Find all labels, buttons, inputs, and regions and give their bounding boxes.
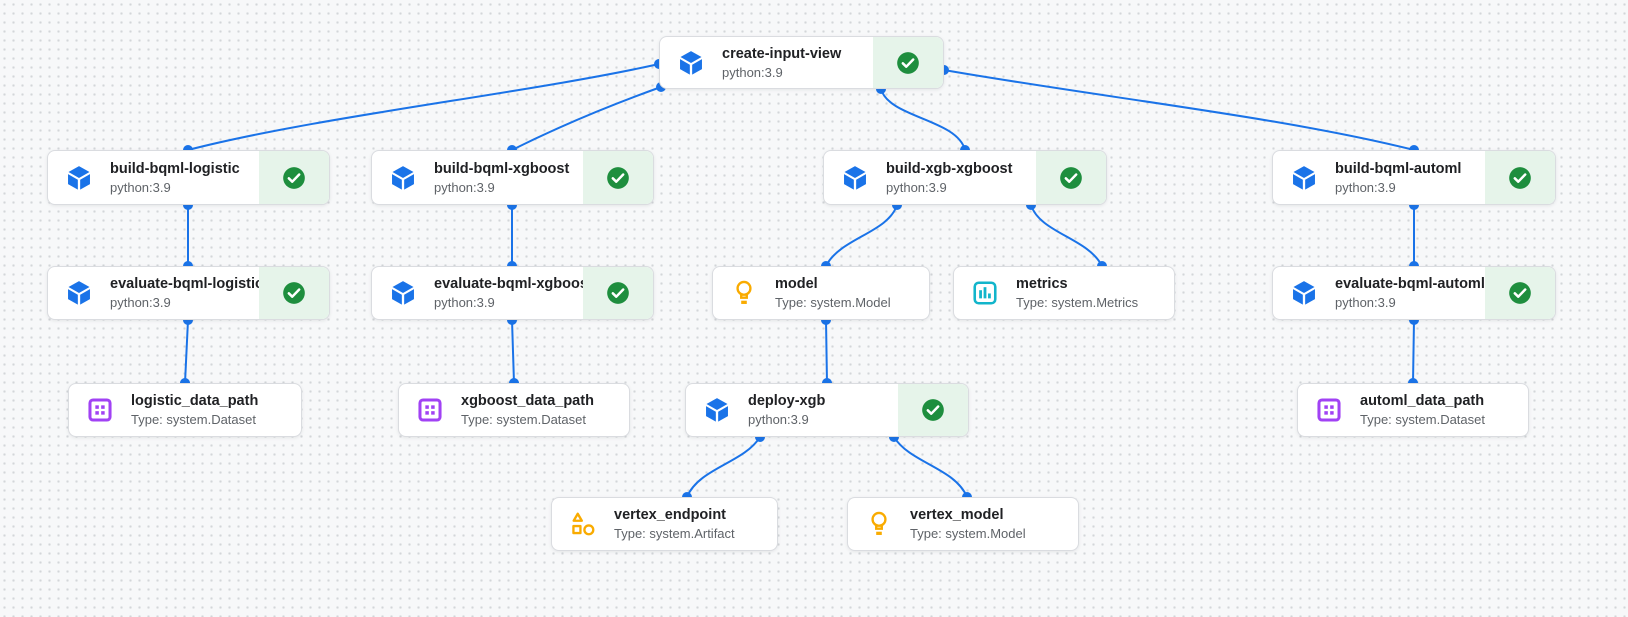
status-success-badge <box>873 37 943 88</box>
edge-create-input-view-to-build-bqml-xgboost <box>507 82 666 155</box>
edge-evaluate-bqml-logistic-to-logistic_data_path <box>180 315 193 388</box>
status-success-badge <box>583 151 653 204</box>
node-create-input-view[interactable]: create-input-view python:3.9 <box>659 36 944 89</box>
cube-icon <box>65 164 93 192</box>
node-title: create-input-view <box>722 45 842 62</box>
artifact-shapes-icon <box>569 510 597 538</box>
node-subtitle: python:3.9 <box>886 179 947 195</box>
node-evaluate-bqml-logistic[interactable]: evaluate-bqml-logistic python:3.9 <box>47 266 330 320</box>
status-success-badge <box>1485 151 1555 204</box>
edge-evaluate-bqml-xgboost-to-xgboost_data_path <box>507 315 519 388</box>
node-subtitle: python:3.9 <box>748 412 809 427</box>
cube-icon <box>1290 164 1318 192</box>
cube-icon <box>677 49 705 77</box>
cube-icon <box>1290 279 1318 307</box>
node-evaluate-bqml-xgboost[interactable]: evaluate-bqml-xgboost python:3.9 <box>371 266 654 320</box>
lightbulb-icon <box>730 279 758 307</box>
edge-evaluate-bqml-automl-to-automl_data_path <box>1408 315 1419 388</box>
node-subtitle: Type: system.Artifact <box>614 526 735 541</box>
node-title: build-bqml-automl <box>1335 160 1462 177</box>
node-deploy-xgb[interactable]: deploy-xgb python:3.9 <box>685 383 969 437</box>
node-title: evaluate-bqml-automl <box>1335 276 1485 292</box>
node-subtitle: Type: system.Dataset <box>461 412 586 427</box>
dataset-icon <box>86 396 114 424</box>
dataset-icon <box>1315 396 1343 424</box>
cube-icon <box>389 164 417 192</box>
status-success-badge <box>898 384 968 436</box>
node-build-bqml-logistic[interactable]: build-bqml-logistic python:3.9 <box>47 150 330 205</box>
node-subtitle: Type: system.Metrics <box>1016 295 1139 310</box>
status-success-badge <box>583 267 653 319</box>
node-title: vertex_model <box>910 507 1004 523</box>
edge-create-input-view-to-build-xgb-xgboost <box>876 84 970 155</box>
node-subtitle: Type: system.Model <box>775 295 891 310</box>
cube-icon <box>841 164 869 192</box>
bar-chart-icon <box>971 279 999 307</box>
edge-build-bqml-automl-to-evaluate-bqml-automl <box>1409 200 1419 271</box>
edge-build-xgb-xgboost-to-metrics <box>1026 200 1107 271</box>
edge-deploy-xgb-to-vertex_model <box>889 432 972 502</box>
node-subtitle: python:3.9 <box>1335 179 1396 195</box>
dataset-icon <box>416 396 444 424</box>
node-subtitle: python:3.9 <box>722 64 783 80</box>
node-build-xgb-xgboost[interactable]: build-xgb-xgboost python:3.9 <box>823 150 1107 205</box>
node-subtitle: Type: system.Model <box>910 526 1026 541</box>
node-title: evaluate-bqml-xgboost <box>434 276 593 292</box>
node-title: logistic_data_path <box>131 393 259 409</box>
node-title: vertex_endpoint <box>614 507 726 523</box>
node-subtitle: Type: system.Dataset <box>131 412 256 427</box>
node-title: evaluate-bqml-logistic <box>110 276 264 292</box>
node-subtitle: python:3.9 <box>434 179 495 195</box>
node-title: metrics <box>1016 276 1068 292</box>
node-title: deploy-xgb <box>748 393 826 409</box>
edge-create-input-view-to-build-bqml-logistic <box>183 59 664 155</box>
node-build-bqml-xgboost[interactable]: build-bqml-xgboost python:3.9 <box>371 150 654 205</box>
node-build-bqml-automl[interactable]: build-bqml-automl python:3.9 <box>1272 150 1556 205</box>
node-title: model <box>775 276 818 292</box>
edge-model-to-deploy-xgb <box>821 315 832 388</box>
edge-build-xgb-xgboost-to-model <box>821 200 902 271</box>
node-title: xgboost_data_path <box>461 393 594 409</box>
status-success-badge <box>259 151 329 204</box>
node-title: build-xgb-xgboost <box>886 160 1013 177</box>
node-title: automl_data_path <box>1360 393 1485 409</box>
node-evaluate-bqml-automl[interactable]: evaluate-bqml-automl python:3.9 <box>1272 266 1556 320</box>
edge-create-input-view-to-build-bqml-automl <box>939 65 1419 155</box>
status-success-badge <box>259 267 329 319</box>
cube-icon <box>703 396 731 424</box>
cube-icon <box>389 279 417 307</box>
node-subtitle: python:3.9 <box>1335 295 1396 310</box>
node-subtitle: Type: system.Dataset <box>1360 412 1485 427</box>
node-subtitle: python:3.9 <box>434 295 495 310</box>
cube-icon <box>65 279 93 307</box>
edge-build-bqml-xgboost-to-evaluate-bqml-xgboost <box>507 200 517 271</box>
status-success-badge <box>1036 151 1106 204</box>
node-subtitle: python:3.9 <box>110 295 171 310</box>
node-title: build-bqml-logistic <box>110 160 240 177</box>
node-title: build-bqml-xgboost <box>434 160 570 177</box>
node-subtitle: python:3.9 <box>110 179 171 195</box>
edge-deploy-xgb-to-vertex_endpoint <box>682 432 765 502</box>
edge-build-bqml-logistic-to-evaluate-bqml-logistic <box>183 200 193 271</box>
status-success-badge <box>1485 267 1555 319</box>
lightbulb-icon <box>865 510 893 538</box>
